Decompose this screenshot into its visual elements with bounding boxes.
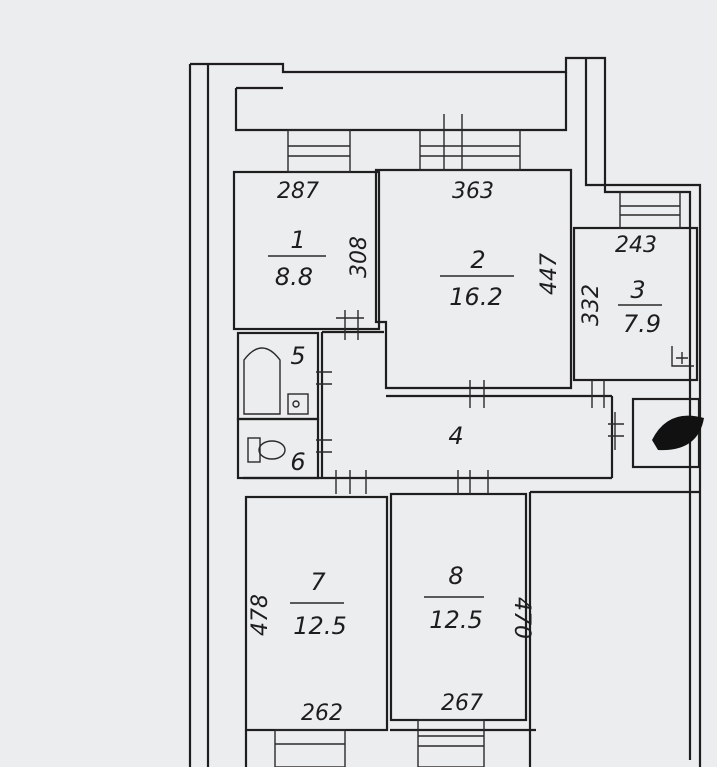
window-room-1 xyxy=(287,129,351,173)
room-7-number: 7 xyxy=(310,568,326,596)
room-2-number: 2 xyxy=(470,246,485,274)
window-room-8 xyxy=(417,719,485,767)
stove-niche xyxy=(631,397,701,469)
room-5-number: 5 xyxy=(290,342,305,370)
room-1-area: 8.8 xyxy=(275,263,313,291)
room-8-length-dim: 470 xyxy=(509,597,534,639)
room-7-width-dim: 262 xyxy=(301,701,343,726)
room-8-width-dim: 267 xyxy=(441,691,483,716)
room-2-length-dim: 447 xyxy=(537,253,562,295)
room-2-width-dim: 363 xyxy=(452,179,494,204)
room-7-length-dim: 478 xyxy=(248,594,273,636)
room-3-width-dim: 243 xyxy=(615,233,657,258)
stove-icon xyxy=(652,415,704,451)
window-room-2 xyxy=(419,114,521,171)
window-room-3 xyxy=(619,191,681,229)
room-8-area: 12.5 xyxy=(429,606,482,634)
room-6-outline xyxy=(236,417,320,480)
room-1-length-dim: 308 xyxy=(347,236,372,278)
windows xyxy=(274,114,681,767)
room-4-number: 4 xyxy=(448,422,463,450)
room-3-length-dim: 332 xyxy=(579,284,604,326)
room-7-area: 12.5 xyxy=(293,612,346,640)
room-5-outline xyxy=(236,331,320,421)
room-1-number: 1 xyxy=(290,226,305,254)
bathtub-icon xyxy=(243,347,309,415)
room-6-number: 6 xyxy=(290,448,305,476)
room-2-outline xyxy=(374,168,573,390)
door-marks xyxy=(316,310,694,494)
room-3-number: 3 xyxy=(630,276,645,304)
toilet-icon xyxy=(247,437,286,463)
room-2-area: 16.2 xyxy=(449,283,502,311)
corridor-outline xyxy=(243,330,614,480)
room-8-number: 8 xyxy=(448,562,463,590)
outer-walls xyxy=(188,56,702,767)
window-room-7 xyxy=(274,729,346,767)
room-3-area: 7.9 xyxy=(623,310,661,338)
room-1-width-dim: 287 xyxy=(277,179,319,204)
